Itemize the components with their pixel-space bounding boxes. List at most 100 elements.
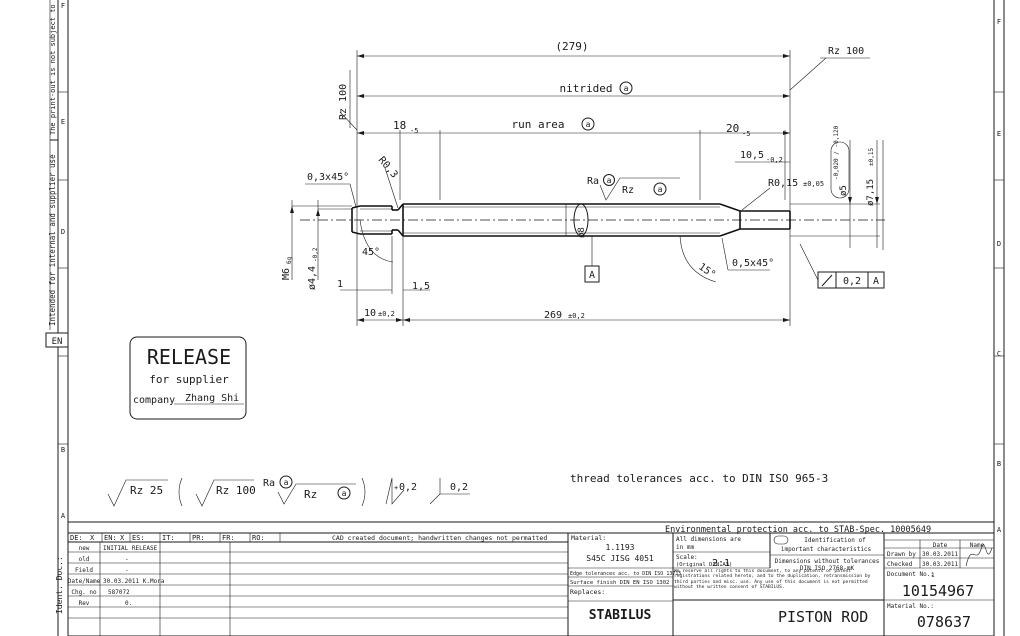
ident-char-1: Identification of	[804, 537, 866, 544]
dim-269: 269	[544, 310, 562, 321]
title-block: Environmental protection acc. to STAB-Sp…	[67, 525, 995, 636]
rev-label: Date/Name	[68, 578, 101, 585]
side-note-bottom: Intended for internal and supplier use	[48, 154, 57, 326]
rev-value: INITIAL RELEASE	[103, 545, 158, 552]
piston-rod-view	[300, 203, 885, 237]
zone-letter: B	[997, 460, 1001, 468]
zone-letter: F	[61, 2, 65, 10]
zone-letter: D	[61, 228, 65, 236]
rev-value: 0.	[125, 600, 132, 607]
frame	[57, 0, 1005, 636]
rev-value: -	[125, 567, 129, 574]
ident-oval-icon	[773, 535, 789, 545]
critical-char-oval	[830, 141, 850, 199]
lang-de-value: X	[90, 534, 95, 542]
dim-269-tol: ±0,2	[568, 312, 585, 320]
dim-dia5-tol: -0,020 / -0,120	[833, 125, 840, 180]
all-dims-1: All dimensions are	[676, 536, 741, 543]
dims-no-tol-2: DIN ISO 2768-mK	[800, 565, 855, 572]
doc-no: 10154967	[902, 582, 974, 600]
mat-no: 078637	[917, 613, 971, 631]
legend-ra: Ra	[263, 478, 275, 489]
zone-letter: C	[997, 350, 1001, 358]
mark-a: a	[658, 185, 663, 194]
dim-10-tol: ±0,2	[378, 310, 395, 318]
dim-1-5: 1,5	[412, 281, 430, 292]
scale-label: Scale:	[676, 554, 698, 561]
runout-value: 0,2	[843, 276, 861, 287]
material-label: Material:	[571, 534, 606, 542]
dim-angle-15: 15°	[696, 261, 717, 280]
dim-r015-tol: ±0,05	[803, 180, 824, 188]
checked-date: 30.03.2011	[922, 561, 959, 568]
legend-flat-1: 0,2	[399, 482, 417, 493]
dim-r015: R0,15	[768, 178, 798, 189]
checked-label: Checked	[887, 561, 913, 568]
dim-dia44: ø4,4	[307, 266, 318, 290]
material-2: S45C JISG 4051	[586, 554, 654, 563]
release-title: RELEASE	[147, 345, 231, 369]
mark-a: a	[624, 84, 629, 93]
rev-label: Field	[75, 567, 93, 574]
all-dims-2: in mm	[676, 544, 694, 551]
legend-rz25: Rz 25	[130, 484, 163, 497]
dim-chamfer-2: 0,5x45°	[732, 258, 774, 269]
dimension-text: (279) nitrided a run area a 18 -5 20 -5 …	[281, 40, 885, 321]
surface-finish: Surface finish DIN EN ISO 1302	[570, 580, 669, 586]
legend-plus: +	[394, 484, 398, 492]
datum-box	[584, 265, 600, 283]
lang-ro: RO:	[252, 534, 265, 542]
runout-ref: A	[873, 276, 879, 287]
release-company-name: Zhang Shi	[185, 393, 239, 404]
rev-label: Chg. no	[71, 589, 97, 596]
drawn-label: Drawn by	[887, 551, 916, 558]
dim-nitrided: nitrided	[560, 82, 613, 95]
release-line2: for supplier	[149, 373, 229, 386]
cad-note: CAD created document; handwritten change…	[332, 534, 547, 542]
sheet-no: 1	[931, 572, 935, 579]
zone-letters-left: F E D C B A	[61, 2, 66, 520]
dim-overall: (279)	[555, 40, 588, 53]
edge-tolerances: Edge tolerances acc. to DIN ISO 13715	[570, 571, 681, 577]
dim-18-tol: -5	[410, 127, 418, 135]
original-size: (Original DIN A3)	[676, 562, 732, 568]
ident-doc-label: Ident. Doc.:	[55, 556, 64, 614]
dim-18: 18	[393, 119, 406, 132]
lang-es: ES:	[132, 534, 145, 542]
legend-rz: Rz	[304, 488, 317, 501]
doc-no-label: Document No.:	[887, 571, 934, 578]
dim-dia44-tol: -0,2	[312, 247, 319, 262]
lang-code: EN	[52, 337, 63, 347]
dims-no-tol-1: Dimensions without tolerances	[775, 558, 880, 565]
env-note: Environmental protection acc. to STAB-Sp…	[665, 525, 931, 535]
material-1: 1.1193	[606, 543, 635, 552]
rz100-left: Rz 100	[338, 84, 349, 120]
ident-char-2: important characteristics	[781, 546, 872, 553]
replaces-label: Replaces:	[570, 588, 605, 596]
signature-mark	[965, 544, 993, 567]
ra-label: Ra	[587, 176, 599, 187]
side-note-top: The print-out is not subject to the modi…	[49, 0, 57, 135]
scale-value: 2:1	[712, 558, 730, 569]
rz-label: Rz	[622, 185, 634, 196]
rz100-top: Rz 100	[828, 46, 864, 57]
part-name: PISTON ROD	[778, 608, 868, 626]
dim-m6-tol: 6g	[286, 256, 293, 264]
dim-dia715-tol: ±0,15	[868, 148, 875, 166]
lang-de: DE:	[70, 534, 83, 542]
dim-10-5-tol: -0,2	[766, 156, 783, 164]
drawn-date: 30.03.2011	[922, 551, 959, 558]
brand-logo: STABILUS	[589, 608, 652, 623]
release-company-label: company	[133, 395, 175, 406]
lang-en-value: X	[120, 534, 125, 542]
zone-letter: B	[61, 446, 65, 454]
rev-label: new	[79, 545, 90, 552]
rev-label: Rev	[79, 600, 90, 607]
dim-chamfer-1: 0,3x45°	[307, 172, 349, 183]
dim-run-area: run area	[512, 118, 565, 131]
runout-symbol	[821, 274, 833, 287]
lang-en: EN:	[104, 534, 117, 542]
dimension-lines	[291, 50, 884, 326]
date-header: Date	[933, 542, 948, 549]
